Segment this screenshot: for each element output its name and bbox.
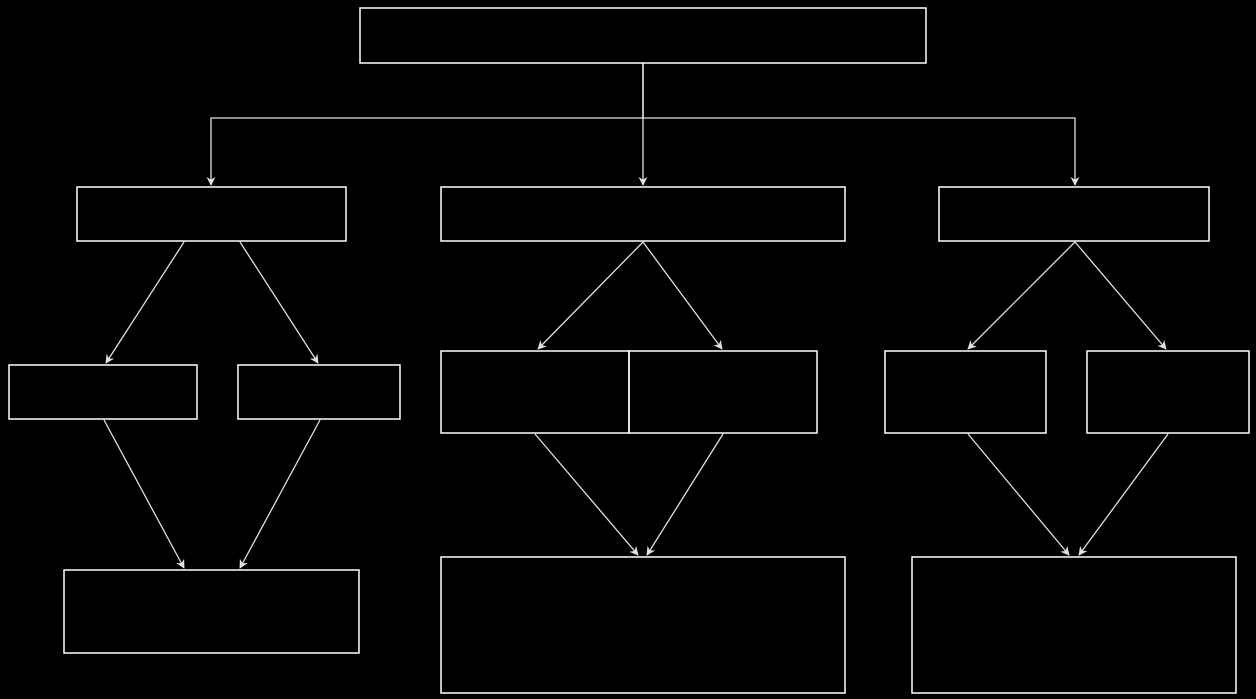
edges-layer	[103, 63, 1169, 569]
arrow-center-child-a-to-center-result	[534, 433, 639, 556]
arrow-branch-right-to-right-child-a	[967, 241, 1076, 350]
left-child-b-box	[237, 364, 401, 420]
right-child-b-box	[1086, 350, 1250, 434]
arrow-root-to-branch-left	[206, 63, 644, 186]
center-result-box	[440, 556, 846, 694]
arrow-branch-left-to-left-child-a	[105, 241, 185, 364]
branch-center-box	[440, 186, 846, 242]
left-result-box	[63, 569, 360, 654]
arrow-branch-center-to-center-child-a	[537, 241, 644, 350]
arrow-branch-center-to-center-child-b	[642, 241, 723, 350]
center-child-a-box	[440, 350, 630, 434]
nodes-layer	[8, 7, 1250, 694]
root-box	[359, 7, 927, 64]
arrow-center-child-b-to-center-result	[646, 433, 724, 556]
arrow-left-child-a-to-left-result	[103, 419, 185, 569]
branch-right-box	[938, 186, 1210, 242]
left-child-a-box	[8, 364, 198, 420]
branch-left-box	[76, 186, 347, 242]
right-result-box	[911, 556, 1237, 694]
arrow-branch-left-to-left-child-b	[239, 241, 319, 364]
arrow-branch-right-to-right-child-b	[1074, 241, 1167, 350]
arrow-right-child-a-to-right-result	[967, 433, 1070, 556]
right-child-a-box	[884, 350, 1047, 434]
arrow-root-to-branch-right	[642, 63, 1080, 186]
center-child-b-box	[628, 350, 818, 434]
arrow-left-child-b-to-left-result	[239, 419, 321, 569]
arrow-right-child-b-to-right-result	[1078, 433, 1169, 556]
